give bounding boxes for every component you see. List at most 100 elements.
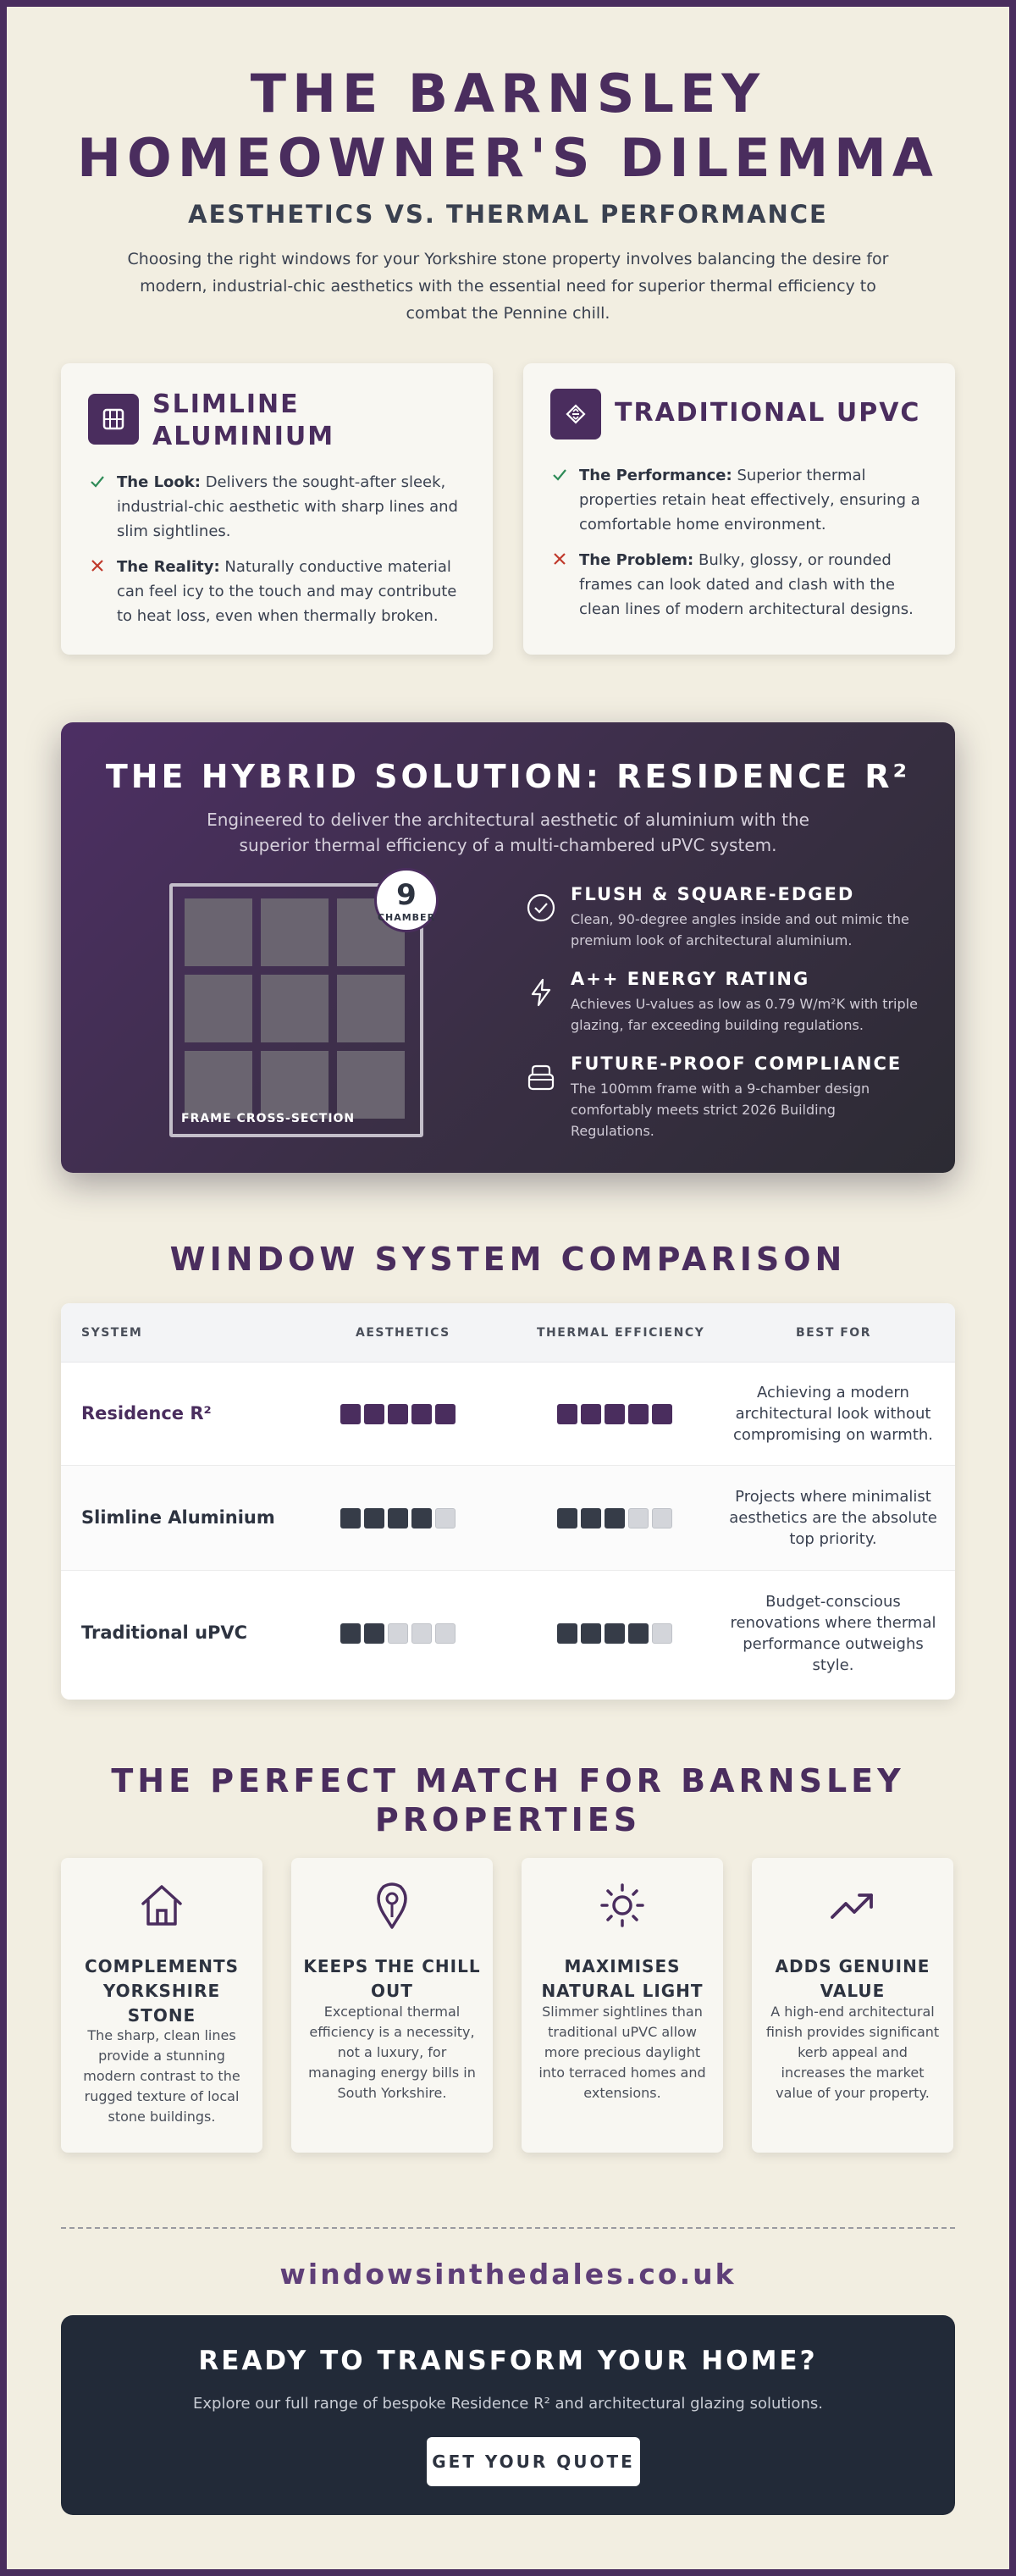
row-text: Naturally conductive material can feel i… bbox=[117, 558, 457, 625]
table-row: Traditional uPVC Budget-conscious renova… bbox=[61, 1571, 955, 1700]
diamond-arrows-icon bbox=[550, 389, 601, 439]
lightning-icon bbox=[531, 978, 551, 1007]
row-text: Bulky, glossy, or rounded frames can loo… bbox=[579, 551, 914, 618]
check-icon bbox=[91, 476, 104, 488]
hybrid-title: THE HYBRID SOLUTION: RESIDENCE R² bbox=[105, 758, 911, 795]
match-card-value: ADDS GENUINE VALUE A high-end architectu… bbox=[752, 1858, 953, 2153]
comparison-table: SYSTEM AESTHETICS THERMAL EFFICIENCY BES… bbox=[61, 1303, 955, 1700]
rating-aesthetics bbox=[340, 1404, 456, 1424]
table-row: Residence R² Achieving a modern architec… bbox=[61, 1363, 955, 1466]
check-circle-icon bbox=[527, 893, 555, 922]
card-desc: Slimmer sightlines than traditional uPVC… bbox=[538, 2004, 706, 2101]
rating-thermal bbox=[557, 1623, 672, 1644]
hybrid-solution-panel: THE HYBRID SOLUTION: RESIDENCE R² Engine… bbox=[61, 722, 955, 1173]
card-desc: The sharp, clean lines provide a stunnin… bbox=[83, 2027, 240, 2125]
rating-aesthetics bbox=[340, 1508, 456, 1528]
cross-icon bbox=[554, 553, 566, 565]
feature-title: FLUSH & SQUARE-EDGED bbox=[571, 884, 855, 904]
option-row-negative: The Reality: Naturally conductive materi… bbox=[88, 555, 467, 628]
row-label: The Performance: bbox=[579, 467, 732, 484]
window-pane bbox=[185, 975, 252, 1042]
cta-panel: READY TO TRANSFORM YOUR HOME? Explore ou… bbox=[61, 2315, 955, 2515]
header-aesthetics: AESTHETICS bbox=[356, 1326, 450, 1340]
row-label: The Reality: bbox=[117, 558, 220, 576]
comparison-title: WINDOW SYSTEM COMPARISON bbox=[169, 1241, 847, 1278]
rating-bar-filled bbox=[388, 1508, 408, 1528]
table-row: Slimline Aluminium Projects where minima… bbox=[61, 1466, 955, 1571]
option-title: TRADITIONAL UPVC bbox=[615, 398, 921, 428]
get-quote-button[interactable]: GET YOUR QUOTE bbox=[427, 2437, 640, 2486]
window-pane bbox=[185, 1051, 252, 1119]
section-divider bbox=[61, 2227, 955, 2229]
cta-subtitle: Explore our full range of bespoke Reside… bbox=[193, 2395, 823, 2413]
window-pane bbox=[337, 1051, 405, 1119]
window-pane bbox=[261, 898, 329, 966]
match-card-stone: COMPLEMENTS YORKSHIRE STONE The sharp, c… bbox=[61, 1858, 262, 2153]
feature-desc: The 100mm frame with a 9-chamber design … bbox=[571, 1081, 870, 1139]
card-title: MAXIMISES NATURAL LIGHT bbox=[541, 1956, 704, 2001]
best-for-text: Budget-conscious renovations where therm… bbox=[730, 1593, 936, 1674]
rating-bar-filled bbox=[340, 1404, 361, 1424]
title-line-2: HOMEOWNER'S DILEMMA bbox=[77, 127, 939, 189]
perfect-match-title: THE PERFECT MATCH FOR BARNSLEY PROPERTIE… bbox=[111, 1762, 905, 1838]
cta-title: READY TO TRANSFORM YOUR HOME? bbox=[198, 2346, 818, 2376]
option-row-positive: The Look: Delivers the sought-after slee… bbox=[88, 470, 467, 544]
website-link[interactable]: windowsinthedales.co.uk bbox=[279, 2258, 737, 2291]
rating-bar-filled bbox=[364, 1404, 384, 1424]
match-card-light: MAXIMISES NATURAL LIGHT Slimmer sightlin… bbox=[522, 1858, 723, 2153]
rating-bar-empty bbox=[388, 1623, 408, 1644]
page-title: THE BARNSLEY HOMEOWNER'S DILEMMA bbox=[7, 62, 1009, 191]
intro-text: Choosing the right windows for your York… bbox=[127, 250, 889, 323]
rating-bar-filled bbox=[628, 1404, 649, 1424]
sun-icon bbox=[600, 1883, 644, 1927]
trending-up-icon bbox=[831, 1893, 873, 1919]
window-pane bbox=[261, 1051, 329, 1119]
rating-thermal bbox=[557, 1508, 672, 1528]
card-title: COMPLEMENTS YORKSHIRE STONE bbox=[85, 1956, 239, 2026]
feature-desc: Achieves U-values as low as 0.79 W/m²K w… bbox=[571, 996, 918, 1033]
rating-bar-filled bbox=[605, 1623, 625, 1644]
row-text: Delivers the sought-after sleek, industr… bbox=[117, 473, 458, 540]
window-frame-icon bbox=[88, 394, 139, 445]
title-line-1: THE BARNSLEY bbox=[250, 63, 766, 124]
feature-energy: A++ ENERGY RATING Achieves U-values as l… bbox=[525, 968, 923, 1036]
row-label: The Look: bbox=[117, 473, 201, 491]
best-for-text: Projects where minimalist aesthetics are… bbox=[729, 1488, 937, 1548]
rating-bar-filled bbox=[557, 1404, 577, 1424]
check-icon bbox=[553, 469, 566, 481]
feature-compliance: FUTURE-PROOF COMPLIANCE The 100mm frame … bbox=[525, 1053, 923, 1142]
rating-bar-empty bbox=[435, 1508, 456, 1528]
frame-label: FRAME CROSS-SECTION bbox=[181, 1112, 356, 1125]
thermometer-icon bbox=[377, 1882, 407, 1929]
option-row-positive: The Performance: Superior thermal proper… bbox=[550, 463, 930, 537]
rating-bar-filled bbox=[388, 1404, 408, 1424]
rating-bar-empty bbox=[435, 1623, 456, 1644]
rating-bar-filled bbox=[340, 1623, 361, 1644]
feature-flush: FLUSH & SQUARE-EDGED Clean, 90-degree an… bbox=[525, 883, 923, 951]
rating-bar-filled bbox=[581, 1404, 601, 1424]
chamber-badge: 9 CHAMBER bbox=[374, 868, 439, 932]
cross-icon bbox=[91, 560, 103, 572]
rating-bar-filled bbox=[557, 1508, 577, 1528]
rating-bar-filled bbox=[364, 1508, 384, 1528]
system-name: Residence R² bbox=[81, 1403, 212, 1423]
chamber-number: 9 bbox=[396, 878, 417, 912]
page-subtitle: AESTHETICS VS. THERMAL PERFORMANCE bbox=[188, 200, 828, 229]
rating-bar-filled bbox=[605, 1404, 625, 1424]
best-for-text: Achieving a modern architectural look wi… bbox=[732, 1384, 934, 1444]
row-label: The Problem: bbox=[579, 551, 694, 569]
row-text: Superior thermal properties retain heat … bbox=[579, 467, 920, 533]
table-header: SYSTEM AESTHETICS THERMAL EFFICIENCY BES… bbox=[61, 1303, 955, 1363]
window-pane bbox=[337, 975, 405, 1042]
option-card-upvc: TRADITIONAL UPVC The Performance: Superi… bbox=[523, 363, 955, 655]
house-icon bbox=[141, 1885, 182, 1926]
rating-bar-filled bbox=[605, 1508, 625, 1528]
chamber-label: CHAMBER bbox=[377, 912, 436, 923]
rating-bar-filled bbox=[411, 1508, 432, 1528]
match-card-chill: KEEPS THE CHILL OUT Exceptional thermal … bbox=[291, 1858, 493, 2153]
window-pane bbox=[185, 898, 252, 966]
option-title: SLIMLINE ALUMINIUM bbox=[152, 390, 335, 451]
card-desc: Exceptional thermal efficiency is a nece… bbox=[308, 2004, 476, 2101]
rating-bar-filled bbox=[340, 1508, 361, 1528]
rating-bar-filled bbox=[628, 1623, 649, 1644]
